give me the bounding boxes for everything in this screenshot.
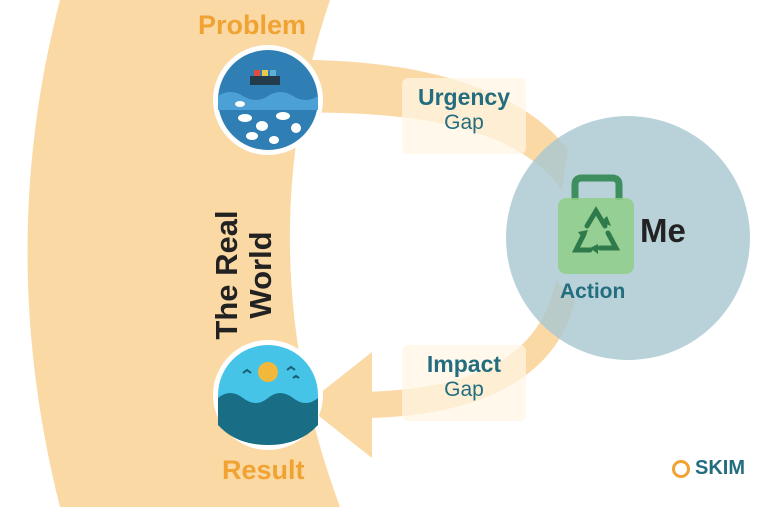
result-label: Result (222, 455, 305, 485)
real-world-label: The Real World (209, 190, 280, 360)
clean-ocean-sunrise-icon (213, 340, 323, 450)
action-label: Action (560, 280, 626, 303)
impact-arrow-head (305, 352, 372, 458)
impact-gap-subtitle: Gap (444, 378, 484, 401)
me-label: Me (640, 212, 686, 249)
real-world-line1: The Real (209, 210, 244, 340)
skim-logo-text: SKIM (695, 457, 745, 479)
impact-gap-title: Impact (426, 351, 502, 377)
impact-gap-box: Impact Gap (402, 345, 526, 421)
ocean-pollution-icon (213, 45, 323, 155)
urgency-arrow (285, 59, 568, 191)
urgency-gap-subtitle: Gap (444, 111, 484, 134)
skim-logo: SKIM (672, 457, 745, 480)
real-world-line2: World (243, 231, 278, 319)
skim-logo-icon (672, 459, 690, 478)
urgency-gap-title: Urgency (417, 84, 511, 110)
urgency-gap-box: Urgency Gap (402, 78, 526, 154)
recycle-bag-icon (558, 174, 634, 274)
problem-label: Problem (198, 10, 307, 40)
